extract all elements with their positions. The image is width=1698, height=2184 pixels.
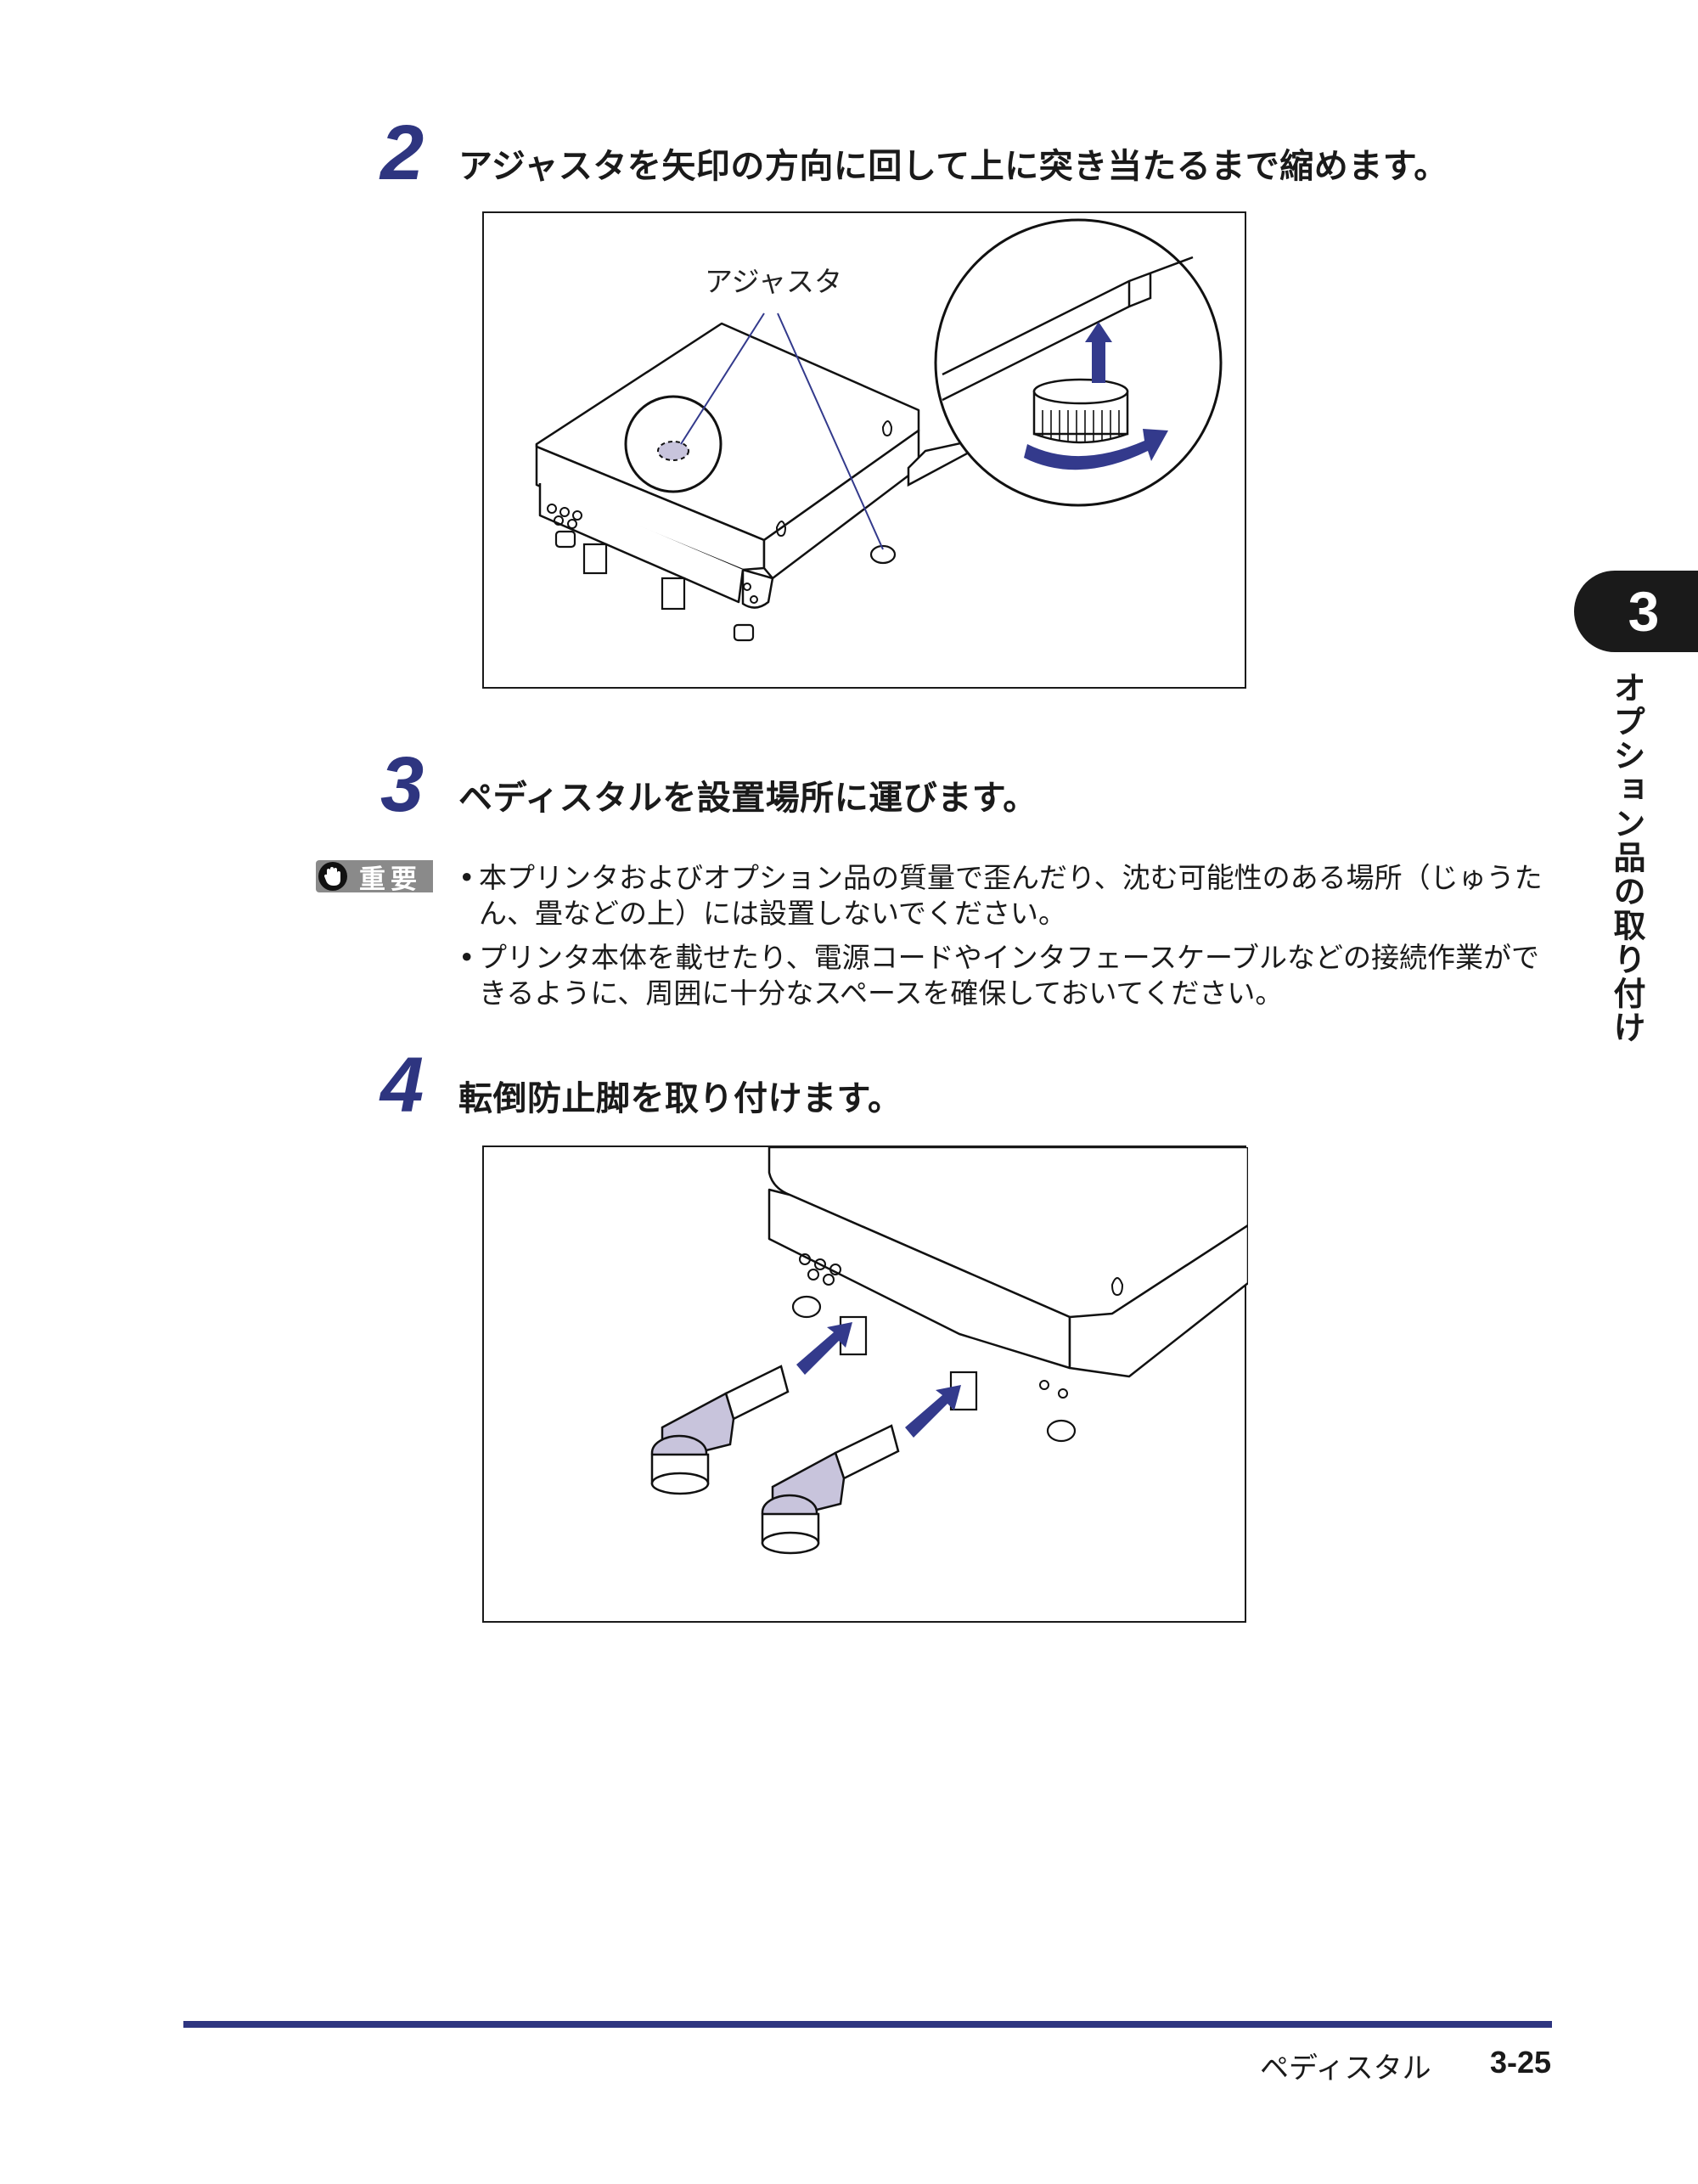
- important-list: 本プリンタおよびオプション品の質量で歪んだり、沈む可能性のある場所（じゅうたん、…: [458, 860, 1554, 1020]
- step-text-3: ペディスタルを設置場所に運びます。: [458, 779, 1037, 818]
- stabilizer-leg-2: [761, 1424, 900, 1555]
- important-badge: 重要: [316, 860, 433, 895]
- step-number-3: 3: [380, 741, 424, 828]
- push-arrow-icon: [796, 1322, 961, 1438]
- stabilizer-figure: [482, 1145, 1248, 1623]
- list-item: 本プリンタおよびオプション品の質量で歪んだり、沈む可能性のある場所（じゅうたん、…: [458, 860, 1554, 932]
- stabilizer-legs-illustration: [650, 1147, 1248, 1555]
- rotate-arrow-icon: [1024, 429, 1168, 470]
- important-label: 重要: [359, 864, 422, 895]
- step-text-4: 転倒防止脚を取り付けます。: [458, 1079, 902, 1118]
- page-number: 3-25: [1490, 2045, 1552, 2080]
- arrow-up-icon: [1085, 322, 1112, 383]
- stabilizer-leg-1: [650, 1365, 790, 1495]
- adjuster-callout-label: アジャスタ: [705, 265, 843, 298]
- chapter-title: オプション品の取り付け: [1608, 671, 1645, 1044]
- pedestal-adjuster-illustration: [535, 218, 1223, 642]
- list-item: プリンタ本体を載せたり、電源コードやインタフェースケーブルなどの接続作業ができる…: [458, 940, 1554, 1011]
- chapter-number: 3: [1628, 580, 1660, 643]
- step-text-2: アジャスタを矢印の方向に回して上に突き当たるまで縮めます。: [458, 147, 1448, 186]
- step-number-2: 2: [380, 110, 424, 196]
- adjuster-knob: [1032, 378, 1129, 444]
- hand-stop-icon: [318, 862, 347, 891]
- chapter-tab[interactable]: 3: [1574, 571, 1698, 652]
- footer-rule: [183, 2021, 1552, 2028]
- footer-section-title: ペディスタル: [1260, 2052, 1431, 2085]
- step-number-4: 4: [380, 1042, 424, 1129]
- adjuster-figure: アジャスタ: [482, 211, 1246, 689]
